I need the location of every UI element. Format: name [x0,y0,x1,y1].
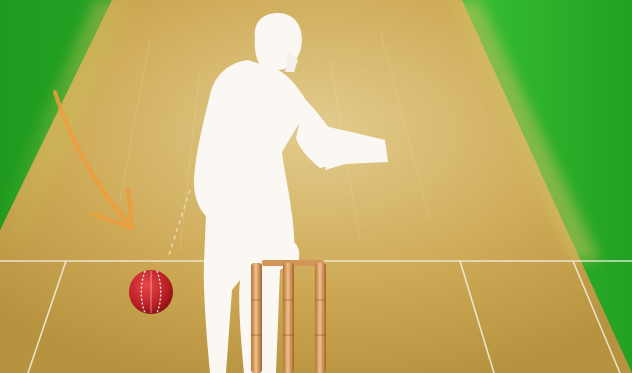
stump-middle [283,263,294,373]
stump-left [251,263,262,373]
cricket-ball-icon [129,270,173,314]
stump-right [315,263,326,373]
